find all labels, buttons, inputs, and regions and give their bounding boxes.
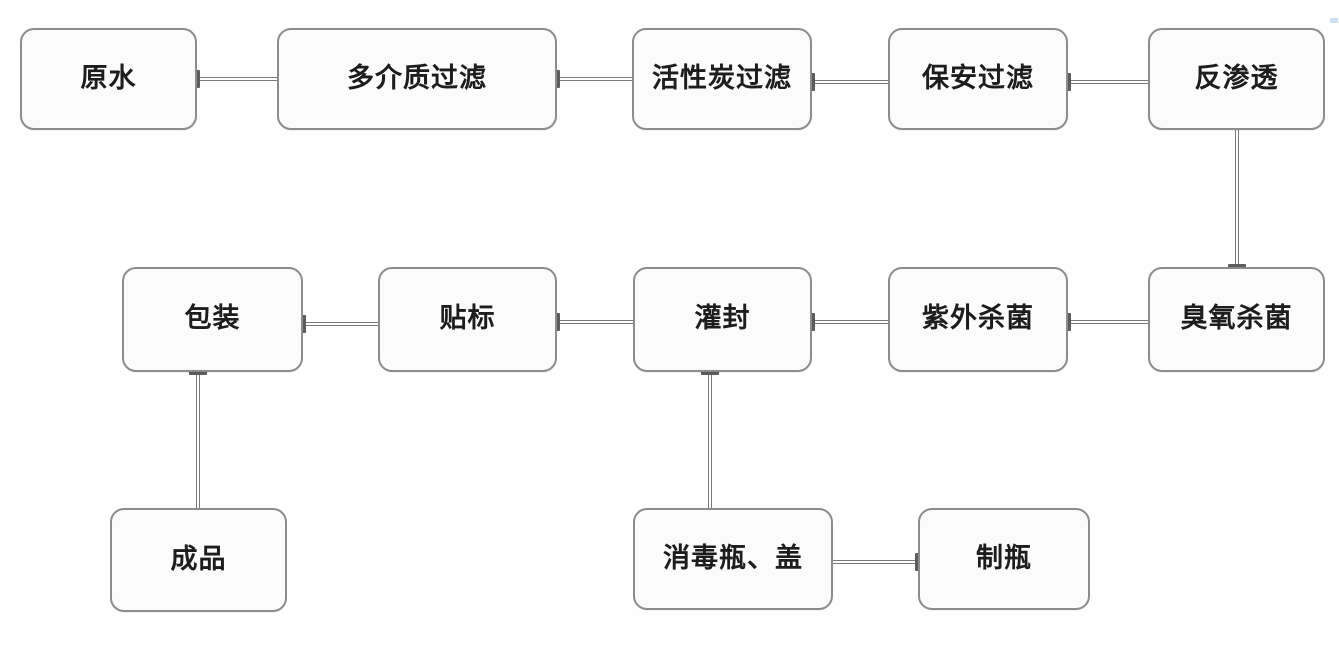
connector-n5-to-n10 bbox=[1235, 130, 1239, 267]
process-node-label: 贴标 bbox=[439, 303, 496, 334]
process-node-n13[interactable]: 制瓶 bbox=[918, 508, 1090, 610]
connector-n10-to-n9 bbox=[1068, 320, 1148, 324]
process-node-label: 原水 bbox=[80, 62, 137, 94]
arrow-cap-icon bbox=[196, 70, 200, 88]
arrow-cap-icon bbox=[811, 313, 815, 331]
process-node-n5[interactable]: 反渗透 bbox=[1148, 28, 1325, 130]
arrow-cap-icon bbox=[189, 371, 207, 375]
process-node-label: 反渗透 bbox=[1194, 62, 1279, 94]
process-node-label: 活性炭过滤 bbox=[652, 62, 792, 94]
process-node-n7[interactable]: 贴标 bbox=[378, 267, 557, 372]
process-node-label: 臭氧杀菌 bbox=[1180, 303, 1293, 334]
process-node-label: 灌封 bbox=[694, 303, 751, 334]
process-node-n3[interactable]: 活性炭过滤 bbox=[632, 28, 812, 130]
arrow-cap-icon bbox=[1067, 73, 1071, 91]
arrow-cap-icon bbox=[811, 73, 815, 91]
connector-n2-to-n3 bbox=[557, 77, 632, 81]
arrow-cap-icon bbox=[1228, 264, 1246, 268]
connector-n3-to-n4 bbox=[812, 80, 888, 84]
connector-n9-to-n8 bbox=[812, 320, 888, 324]
connector-n8-to-n7 bbox=[557, 320, 633, 324]
connector-n1-to-n2 bbox=[197, 77, 277, 81]
process-node-n1[interactable]: 原水 bbox=[20, 28, 197, 130]
process-node-n11[interactable]: 成品 bbox=[110, 508, 287, 612]
process-node-label: 紫外杀菌 bbox=[922, 303, 1034, 334]
arrow-cap-icon bbox=[1067, 313, 1071, 331]
arrow-cap-icon bbox=[915, 553, 919, 571]
scan-artifact-speck bbox=[1330, 18, 1338, 23]
process-node-n8[interactable]: 灌封 bbox=[633, 267, 812, 372]
process-node-n4[interactable]: 保安过滤 bbox=[888, 28, 1068, 130]
process-node-n12[interactable]: 消毒瓶、盖 bbox=[633, 508, 833, 610]
process-node-label: 消毒瓶、盖 bbox=[663, 542, 803, 574]
arrow-cap-icon bbox=[302, 315, 306, 333]
process-node-n2[interactable]: 多介质过滤 bbox=[277, 28, 557, 130]
arrow-cap-icon bbox=[556, 70, 560, 88]
arrow-cap-icon bbox=[556, 313, 560, 331]
connector-n7-to-n6 bbox=[303, 322, 378, 326]
process-node-label: 包装 bbox=[184, 303, 241, 334]
connector-n6-to-n11 bbox=[196, 372, 200, 508]
process-node-n9[interactable]: 紫外杀菌 bbox=[888, 267, 1068, 372]
arrow-cap-icon bbox=[701, 371, 719, 375]
process-node-label: 多介质过滤 bbox=[347, 62, 487, 94]
process-node-n10[interactable]: 臭氧杀菌 bbox=[1148, 267, 1325, 372]
process-node-n6[interactable]: 包装 bbox=[122, 267, 303, 372]
process-node-label: 成品 bbox=[170, 543, 227, 575]
process-node-label: 保安过滤 bbox=[922, 62, 1034, 94]
connector-n8-to-n12 bbox=[708, 372, 712, 508]
connector-n13-to-n12 bbox=[833, 560, 918, 564]
connector-n4-to-n5 bbox=[1068, 80, 1148, 84]
process-node-label: 制瓶 bbox=[976, 542, 1032, 574]
